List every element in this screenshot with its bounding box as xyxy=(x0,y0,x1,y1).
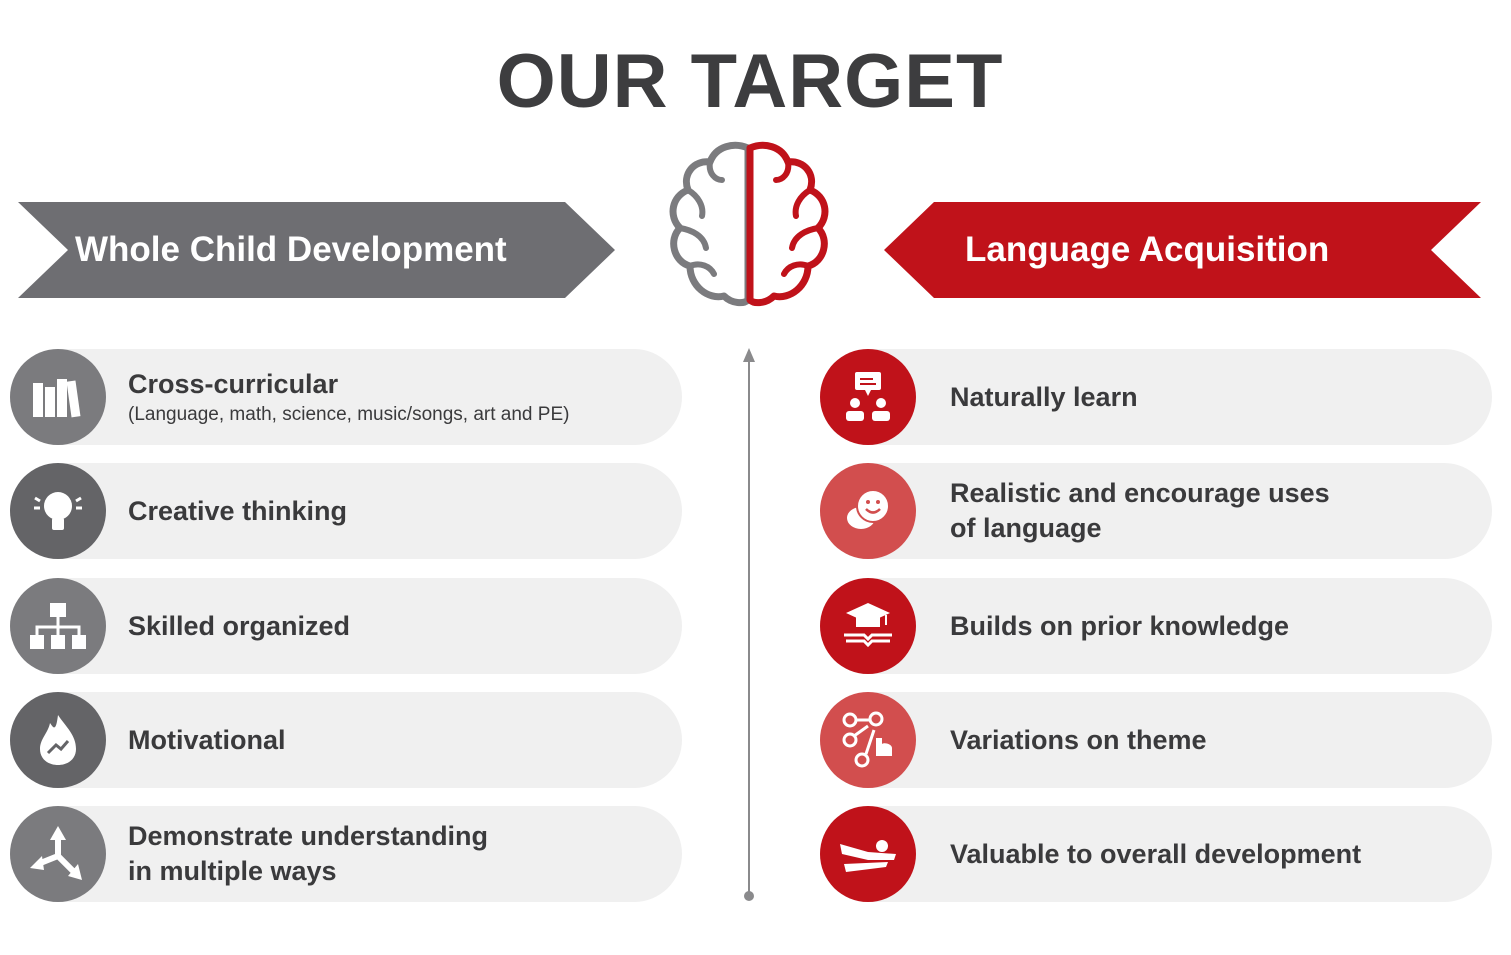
list-item: Skilled organized xyxy=(10,578,682,674)
vertical-arrow xyxy=(743,348,755,901)
list-item: Cross-curricular (Language, math, science… xyxy=(10,349,682,445)
ideas-network-icon xyxy=(820,692,916,788)
list-item: Valuable to overall development xyxy=(820,806,1492,902)
page-title: OUR TARGET xyxy=(496,39,1004,124)
list-item: Creative thinking xyxy=(10,463,682,559)
item-sublabel: (Language, math, science, music/songs, a… xyxy=(128,403,570,425)
item-label: Cross-curricular xyxy=(128,368,339,399)
list-item: Builds on prior knowledge xyxy=(820,578,1492,674)
item-label: Skilled organized xyxy=(128,610,351,641)
conversation-icon xyxy=(820,349,916,445)
item-label: Motivational xyxy=(128,724,286,755)
lightbulb-icon xyxy=(10,463,106,559)
list-item: Variations on theme xyxy=(820,692,1492,788)
item-label: Demonstrate understanding xyxy=(128,821,489,851)
list-item: Demonstrate understanding in multiple way… xyxy=(10,806,682,902)
hierarchy-icon xyxy=(10,578,106,674)
books-icon xyxy=(10,349,106,445)
item-label: Naturally learn xyxy=(950,381,1138,412)
split-arrows-icon xyxy=(10,806,106,902)
chat-smile-icon xyxy=(820,463,916,559)
item-label-line2: of language xyxy=(950,513,1102,543)
list-item: Realistic and encourage uses of language xyxy=(820,463,1492,559)
right-banner: Language Acquisition xyxy=(884,202,1482,298)
left-banner-label: Whole Child Development xyxy=(75,230,507,269)
item-label: Valuable to overall development xyxy=(950,838,1362,869)
left-banner: Whole Child Development xyxy=(18,202,616,298)
brain-icon xyxy=(669,141,829,307)
item-label: Builds on prior knowledge xyxy=(950,610,1290,641)
item-label: Creative thinking xyxy=(128,495,348,526)
item-label: Realistic and encourage uses xyxy=(950,478,1330,508)
graduation-book-icon xyxy=(820,578,916,674)
list-item: Naturally learn xyxy=(820,349,1492,445)
list-item: Motivational xyxy=(10,692,682,788)
item-label-line2: in multiple ways xyxy=(128,856,337,886)
item-label: Variations on theme xyxy=(950,724,1207,755)
swimmer-icon xyxy=(820,806,916,902)
flame-icon xyxy=(10,692,106,788)
right-banner-label: Language Acquisition xyxy=(965,230,1330,269)
